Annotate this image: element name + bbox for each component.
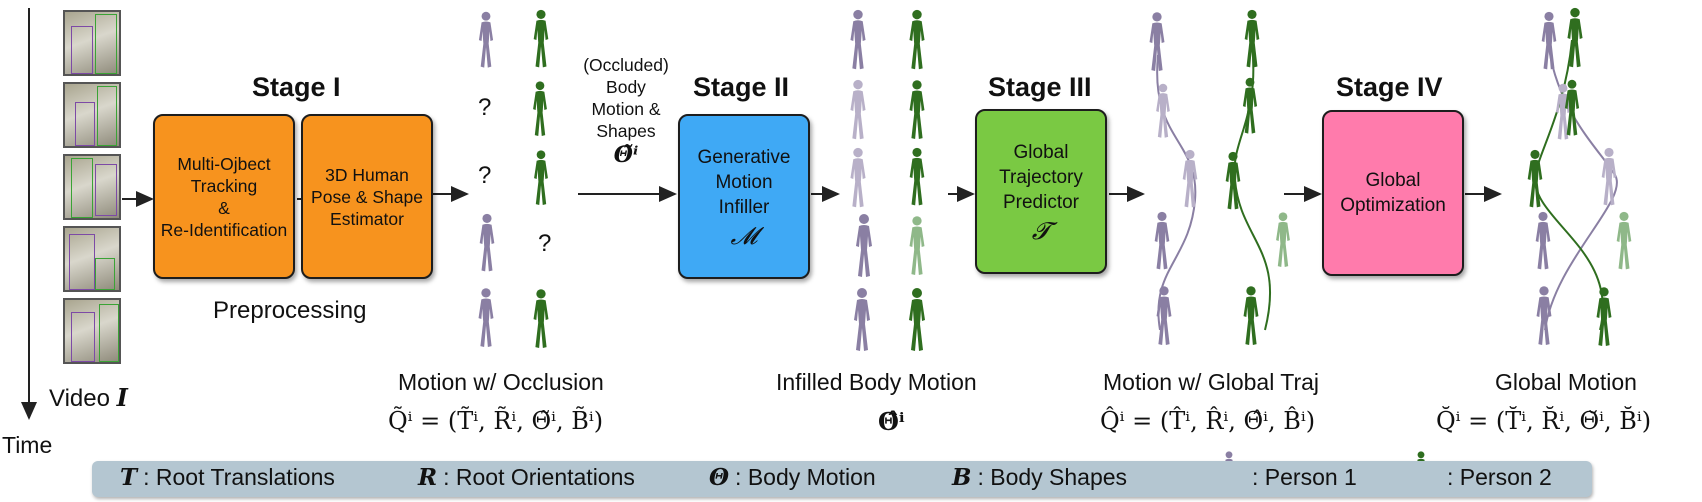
occlusion-caption: Motion w/ Occlusion	[398, 369, 604, 395]
preprocessing-label: Preprocessing	[213, 297, 367, 324]
legend-body-shapes: B: Body Shapes	[952, 464, 1128, 491]
global-motion-figures	[1527, 7, 1632, 346]
legend-bar: T: Root Translations R: Root Orientation…	[92, 461, 1592, 497]
global-motion-caption: Global Motion	[1495, 369, 1637, 395]
stage2-title: Stage II	[693, 72, 790, 102]
video-frame	[63, 154, 121, 220]
global-traj-figures	[1149, 9, 1290, 345]
infilled-formula: Θ̂ⁱ	[878, 407, 905, 436]
legend-root-translations: T: Root Translations	[120, 464, 335, 491]
video-frame	[63, 82, 121, 148]
legend-person1: : Person 1	[1252, 464, 1357, 490]
missing-frame-marker: ?	[538, 230, 552, 257]
missing-frame-marker: ?	[478, 162, 492, 189]
video-frame	[63, 298, 121, 364]
global-traj-caption: Motion w/ Global Traj	[1103, 369, 1320, 395]
stage4-title: Stage IV	[1336, 72, 1443, 102]
legend-root-orientations: R: Root Orientations	[418, 464, 635, 491]
time-label: Time	[2, 432, 53, 458]
legend-body-motion: Θ: Body Motion	[709, 464, 876, 491]
missing-frame-marker: ?	[478, 94, 492, 121]
infilled-caption: Infilled Body Motion	[776, 369, 977, 395]
infilled-figures	[850, 9, 925, 351]
video-frame	[63, 10, 121, 76]
global-traj-formula: Q̂ⁱ = (T̂ⁱ, R̂ⁱ, Θ̂ⁱ, B̂ⁱ)	[1100, 407, 1316, 435]
occlusion-formula: Q̃ⁱ = (T̃ⁱ, R̃ⁱ, Θ̃ⁱ, B̃ⁱ)	[388, 407, 604, 435]
stage3-title: Stage III	[988, 72, 1092, 102]
global-motion-formula: Q̆ⁱ = (T̆ⁱ, R̆ⁱ, Θ̆ⁱ, B̆ⁱ)	[1436, 407, 1652, 435]
video-label: Video I	[49, 383, 128, 412]
legend-person2: : Person 2	[1447, 464, 1552, 490]
stage1-title: Stage I	[252, 72, 341, 102]
video-frame	[63, 226, 121, 292]
